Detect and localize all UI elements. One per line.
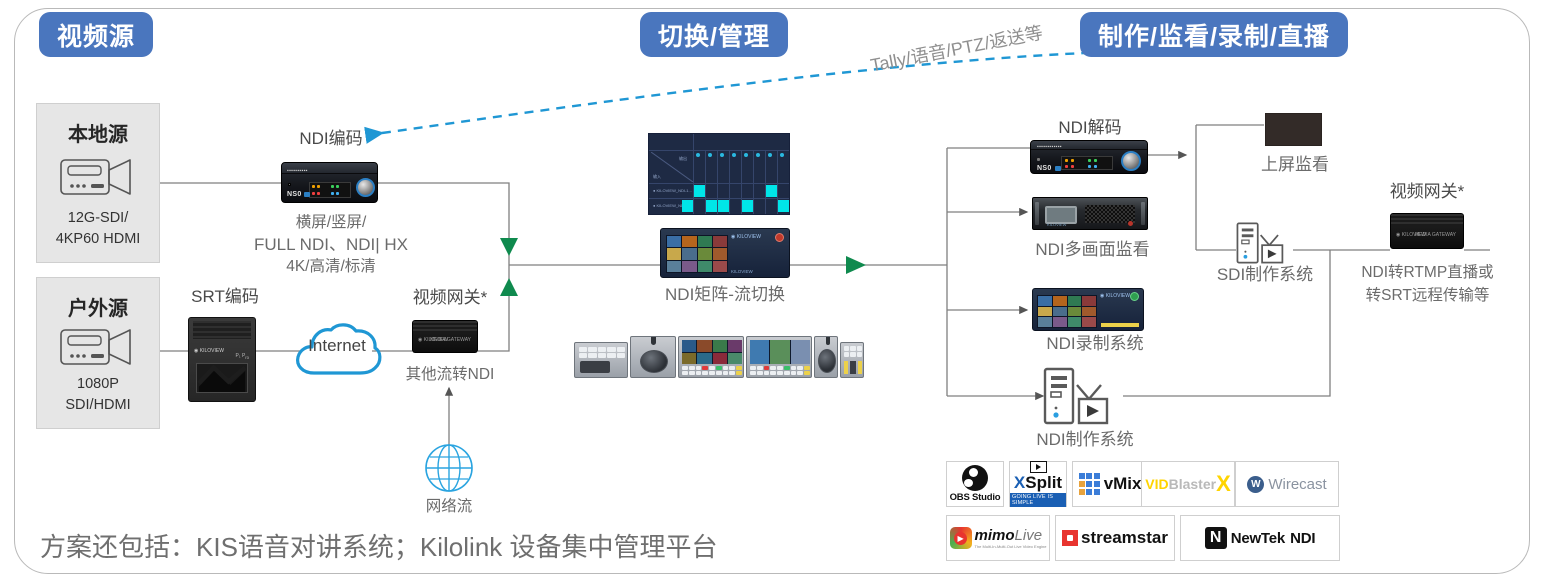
- source-title: 户外源: [68, 298, 128, 320]
- section-badge-production: 制作/监看/录制/直播: [1080, 12, 1348, 57]
- logo-label-part2: Live: [1014, 527, 1043, 544]
- footer-note: 方案还包括：KIS语音对讲系统；Kilolink 设备集中管理平台: [40, 532, 718, 562]
- ndi-matrix-caption: NDI矩阵-流切换: [665, 285, 785, 304]
- logo-wirecast: W Wirecast: [1235, 461, 1339, 507]
- gateway-right-device: ◉ KILOVIEW MEDIA GATEWAY: [1390, 213, 1464, 249]
- internet-label: Internet: [308, 336, 366, 355]
- ndi-production-system-icon: [1043, 367, 1109, 425]
- gateway-left-title: 视频网关*: [412, 288, 488, 307]
- logo-label-x: X: [1013, 473, 1026, 492]
- source-spec: 1080P SDI/HDMI: [65, 376, 131, 413]
- logo-label-part1: VID: [1145, 476, 1169, 492]
- camera-icon: [60, 329, 131, 365]
- section-badge-label: 制作/监看/录制/直播: [1098, 22, 1330, 51]
- ndi-encoder-caption: 横屏/竖屏/ FULL NDI、NDI| HX 4K/高清/标清: [254, 214, 408, 275]
- ndi-encoder-title: NDI编码: [299, 129, 363, 148]
- ndi-multiview-caption: NDI多画面监看: [1035, 240, 1150, 259]
- srt-encoder-title: SRT编码: [191, 287, 259, 306]
- logo-label: vMix: [1103, 474, 1142, 493]
- section-badge-label: 视频源: [57, 22, 136, 51]
- logo-xsplit: X Split GOING LIVE IS SIMPLE: [1009, 461, 1067, 507]
- ndi-matrix-switcher-device: ◉ KILOVIEW KILOVIEW: [660, 228, 790, 278]
- obs-studio-icon: [962, 465, 988, 491]
- ndi-multiview-device: KILOVIEW: [1032, 197, 1148, 230]
- source-title: 本地源: [68, 124, 128, 146]
- globe-icon: [425, 444, 473, 492]
- ndi-matrix-ui-screenshot: 输出 输入 ● KILOVIEW_NDI-1... ● KILOVIEW_NDI…: [648, 133, 790, 215]
- logo-label: streamstar: [1081, 528, 1168, 547]
- logo-tagline: The Multi-In-Multi-Out Live Video Engine: [974, 544, 1047, 549]
- logo-tagline: GOING LIVE IS SIMPLE: [1010, 493, 1066, 507]
- screen-monitor-display: [1265, 113, 1322, 146]
- gateway-left-device: ◉ KILOVIEW MEDIA GATEWAY: [412, 320, 478, 353]
- sdi-production-system-icon: [1236, 222, 1284, 264]
- section-badge-switch-manage: 切换/管理: [640, 12, 788, 57]
- sdi-production-caption: SDI制作系统: [1216, 265, 1314, 284]
- logo-label-part1: mimo: [974, 527, 1015, 544]
- ndi-encoder-device: ▪▪▪▪▪▪▪▪▪▪ NS0: [281, 162, 378, 203]
- source-box-outdoor: 户外源 1080P SDI/HDMI: [36, 277, 160, 429]
- source-spec: 12G-SDI/ 4KP60 HDMI: [55, 210, 141, 247]
- xsplit-play-icon: [1029, 461, 1047, 473]
- logo-label-part1: NewTek: [1230, 529, 1286, 547]
- ndi-production-caption: NDI制作系统: [1036, 430, 1134, 449]
- source-box-local: 本地源 12G-SDI/ 4KP60 HDMI: [36, 103, 160, 263]
- ndi-decoder-device: ▪▪▪▪▪▪▪▪▪▪▪▪ NS0: [1030, 140, 1148, 174]
- section-badge-label: 切换/管理: [658, 22, 770, 51]
- logo-label-part3: X: [1216, 471, 1231, 496]
- newtek-icon: [1204, 527, 1227, 549]
- internet-cloud-icon: [296, 323, 382, 375]
- section-badge-video-source: 视频源: [39, 12, 154, 57]
- logo-newtek-ndi: NewTek NDI: [1180, 515, 1340, 561]
- srt-encoder-device: ◉ KILOVIEW P₁ Pro II: [188, 317, 256, 402]
- logo-streamstar: streamstar: [1055, 515, 1175, 561]
- ndi-decoder-title: NDI解码: [1058, 118, 1122, 137]
- logo-label: OBS Studio: [949, 492, 1001, 503]
- gateway-right-caption: NDI转RTMP直播或 转SRT远程传输等: [1361, 264, 1494, 304]
- streamstar-icon: [1062, 530, 1079, 546]
- logo-vidblaster: VID Blaster X: [1141, 461, 1235, 507]
- ndi-record-device: ◉ KILOVIEW: [1032, 288, 1144, 331]
- logo-obs-studio: OBS Studio: [946, 461, 1004, 507]
- gateway-left-caption: 其他流转NDI: [405, 366, 495, 383]
- logo-label-part2: Blaster: [1168, 476, 1217, 492]
- logo-label: Wirecast: [1268, 475, 1327, 493]
- gateway-right-title: 视频网关*: [1389, 182, 1465, 201]
- mimolive-icon: ▶: [949, 527, 972, 549]
- screen-monitor-caption: 上屏监看: [1261, 155, 1329, 174]
- logo-vmix: vMix: [1072, 461, 1148, 507]
- broadcast-control-panel: [574, 328, 864, 380]
- diagram-outer-frame: [14, 8, 1530, 574]
- vmix-grid-icon: [1078, 473, 1100, 495]
- logo-label-part2: NDI: [1290, 529, 1316, 547]
- logo-mimolive: ▶ mimo Live The Multi-In-Multi-Out Live …: [946, 515, 1050, 561]
- logo-label-split: Split: [1025, 473, 1063, 492]
- ndi-record-caption: NDI录制系统: [1046, 334, 1144, 353]
- network-stream-label: 网络流: [425, 498, 473, 515]
- wirecast-icon: W: [1247, 475, 1265, 493]
- camera-icon: [60, 159, 131, 195]
